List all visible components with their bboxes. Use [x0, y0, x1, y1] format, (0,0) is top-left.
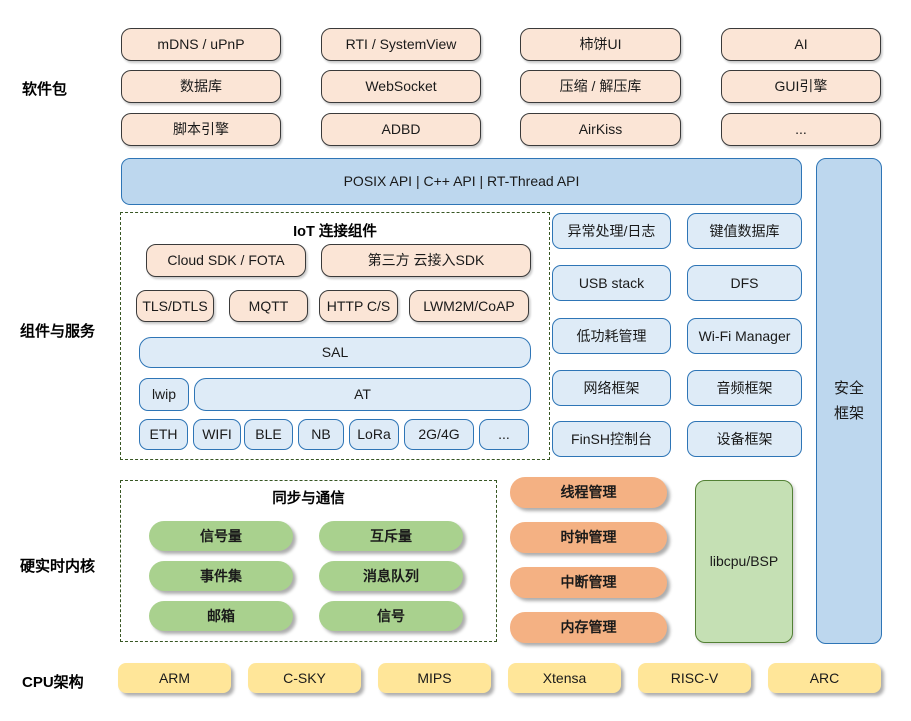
- script-engine-box: 脚本引擎: [121, 113, 281, 146]
- sync-ipc-box: 同步与通信 信号量 互斥量 事件集 消息队列 邮箱 信号: [120, 480, 497, 642]
- links-more-box: ...: [479, 419, 529, 450]
- finsh-console-box: FinSH控制台: [552, 421, 671, 457]
- wifi-manager-box: Wi-Fi Manager: [687, 318, 802, 354]
- xtensa-box: Xtensa: [508, 663, 621, 693]
- gui-engine-box: GUI引擎: [721, 70, 881, 103]
- dfs-box: DFS: [687, 265, 802, 301]
- iot-components-box: IoT 连接组件 Cloud SDK / FOTA 第三方 云接入SDK TLS…: [120, 212, 550, 460]
- interrupt-mgmt-box: 中断管理: [510, 567, 667, 598]
- thread-mgmt-box: 线程管理: [510, 477, 667, 508]
- lwm2m-coap-box: LWM2M/CoAP: [409, 290, 529, 322]
- airkiss-box: AirKiss: [520, 113, 681, 146]
- ai-box: AI: [721, 28, 881, 61]
- adbd-box: ADBD: [321, 113, 481, 146]
- shibing-ui-box: 柿饼UI: [520, 28, 681, 61]
- arc-box: ARC: [768, 663, 881, 693]
- mqtt-box: MQTT: [229, 290, 308, 322]
- libcpu-bsp-box: libcpu/BSP: [695, 480, 793, 643]
- compression-box: 压缩 / 解压库: [520, 70, 681, 103]
- message-queue-box: 消息队列: [319, 561, 463, 591]
- third-party-cloud-sdk-box: 第三方 云接入SDK: [321, 244, 531, 277]
- sal-box: SAL: [139, 337, 531, 368]
- sync-ipc-title: 同步与通信: [272, 491, 345, 507]
- layer-label-cpu-arch: CPU架构: [22, 674, 84, 691]
- tls-dtls-box: TLS/DTLS: [136, 290, 214, 322]
- network-framework-box: 网络框架: [552, 370, 671, 406]
- http-cs-box: HTTP C/S: [319, 290, 398, 322]
- wifi-box: WIFI: [193, 419, 241, 450]
- lwip-box: lwip: [139, 378, 189, 411]
- clock-mgmt-box: 时钟管理: [510, 522, 667, 553]
- cloud-sdk-fota-box: Cloud SDK / FOTA: [146, 244, 306, 277]
- security-framework-label: 安全框架: [833, 379, 864, 423]
- cellular-2g4g-box: 2G/4G: [404, 419, 474, 450]
- layer-label-software-packages: 软件包: [22, 81, 68, 98]
- event-set-box: 事件集: [149, 561, 293, 591]
- c-sky-box: C-SKY: [248, 663, 361, 693]
- risc-v-box: RISC-V: [638, 663, 751, 693]
- usb-stack-box: USB stack: [552, 265, 671, 301]
- memory-mgmt-box: 内存管理: [510, 612, 667, 643]
- audio-framework-box: 音频框架: [687, 370, 802, 406]
- mailbox-box: 邮箱: [149, 601, 293, 631]
- database-box: 数据库: [121, 70, 281, 103]
- eth-box: ETH: [139, 419, 188, 450]
- kv-database-box: 键值数据库: [687, 213, 802, 249]
- iot-components-title: IoT 连接组件: [293, 224, 377, 240]
- semaphore-box: 信号量: [149, 521, 293, 551]
- arm-box: ARM: [118, 663, 231, 693]
- device-framework-box: 设备框架: [687, 421, 802, 457]
- nb-box: NB: [298, 419, 344, 450]
- packages-more-box: ...: [721, 113, 881, 146]
- websocket-box: WebSocket: [321, 70, 481, 103]
- api-bar: POSIX API | C++ API | RT-Thread API: [121, 158, 802, 205]
- mdns-upnp-box: mDNS / uPnP: [121, 28, 281, 61]
- exception-log-box: 异常处理/日志: [552, 213, 671, 249]
- layer-label-realtime-kernel: 硬实时内核: [20, 558, 96, 575]
- mips-box: MIPS: [378, 663, 491, 693]
- signal-box: 信号: [319, 601, 463, 631]
- mutex-box: 互斥量: [319, 521, 463, 551]
- low-power-mgmt-box: 低功耗管理: [552, 318, 671, 354]
- security-framework-box: 安全框架: [816, 158, 882, 644]
- at-box: AT: [194, 378, 531, 411]
- ble-box: BLE: [244, 419, 293, 450]
- rti-systemview-box: RTI / SystemView: [321, 28, 481, 61]
- lora-box: LoRa: [349, 419, 399, 450]
- layer-label-components-services: 组件与服务: [20, 323, 96, 340]
